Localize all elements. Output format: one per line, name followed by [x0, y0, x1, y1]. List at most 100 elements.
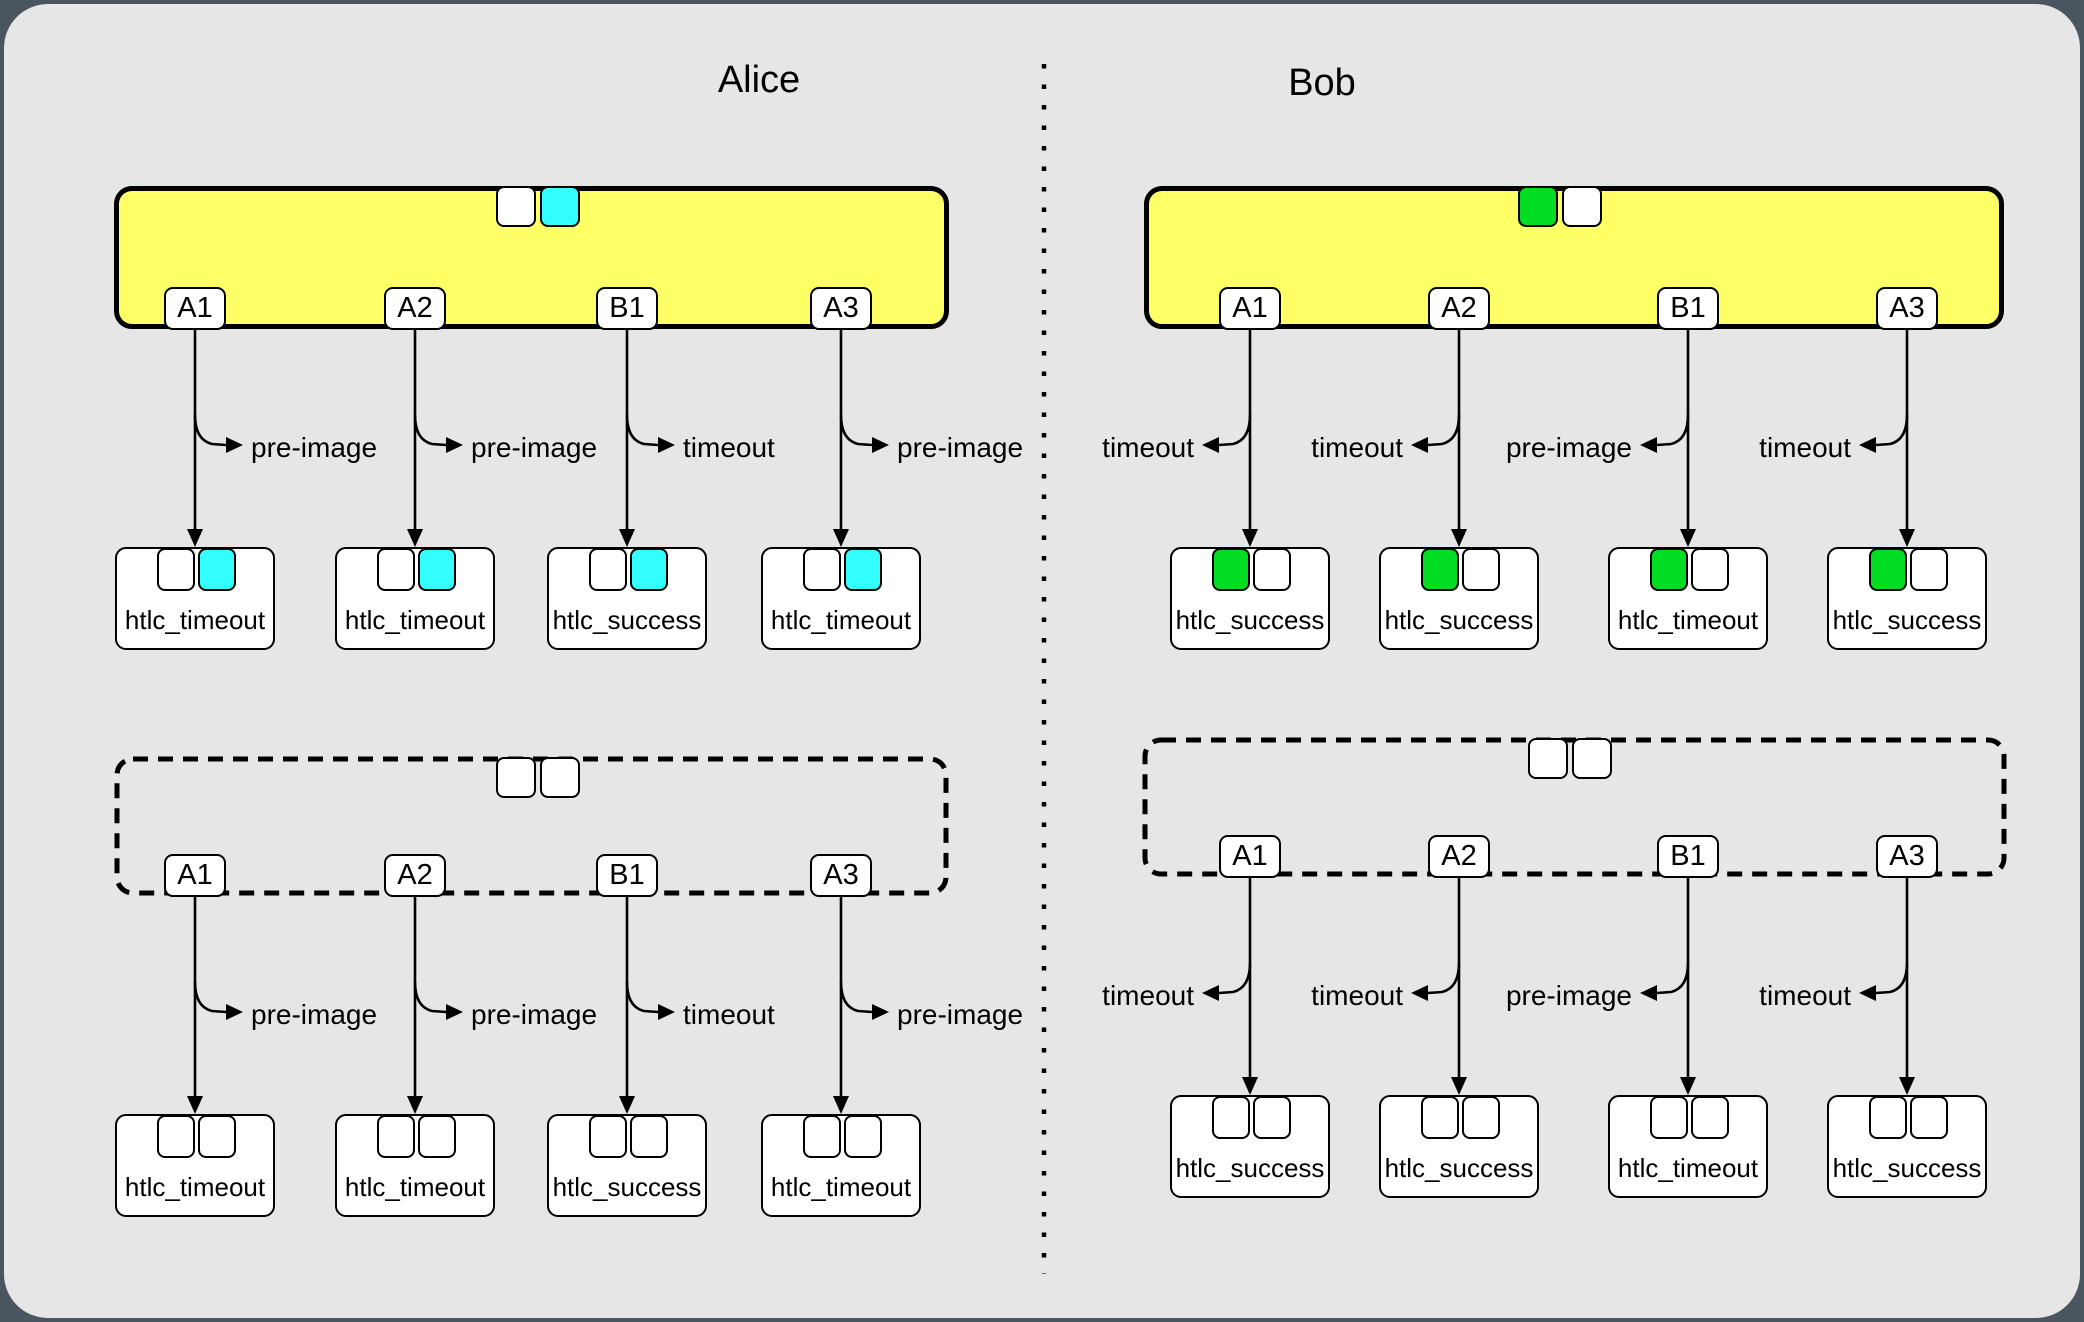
spend-action-label: timeout	[1311, 980, 1403, 1011]
alice-revoked-commitment-chips	[496, 757, 580, 798]
bob-commitment-chips	[1518, 186, 1602, 227]
htlc-tx-box: htlc_timeout	[335, 1114, 495, 1217]
htlc-tx-box: htlc_timeout	[1608, 547, 1768, 650]
commit-chip	[1562, 186, 1602, 227]
htlc-tx-box: htlc_timeout	[761, 1114, 921, 1217]
output-tab-label: A1	[177, 859, 213, 891]
output-tab-label: B1	[609, 292, 645, 324]
htlc-tx-box: htlc_success	[1170, 1095, 1330, 1198]
htlc-chip	[1253, 548, 1291, 591]
output-tab: A2	[384, 854, 446, 897]
htlc-chip	[844, 548, 882, 591]
commit-chip	[540, 186, 580, 227]
spend-action-label: timeout	[1759, 980, 1851, 1011]
htlc-chip	[1650, 1096, 1688, 1139]
spend-arrow-icon	[1202, 329, 1258, 547]
spend-arrow-icon	[833, 329, 889, 547]
spend-arrow-icon	[833, 896, 889, 1114]
htlc-chip	[418, 548, 456, 591]
spend-action-label: pre-image	[471, 999, 598, 1030]
htlc-chip	[1462, 548, 1500, 591]
htlc-tx-box: htlc_success	[1827, 1095, 1987, 1198]
htlc-chip	[377, 1115, 415, 1158]
htlc-chip	[1421, 548, 1459, 591]
output-tab: A3	[810, 287, 872, 330]
spend-arrow-icon	[1859, 877, 1915, 1095]
commit-chip	[540, 757, 580, 798]
spend-action-label: pre-image	[251, 999, 378, 1030]
htlc-chip	[589, 548, 627, 591]
output-tab-label: A1	[1232, 292, 1268, 324]
output-tab-label: B1	[609, 859, 645, 891]
spend-action-label: timeout	[1102, 980, 1194, 1011]
htlc-tx-label: htlc_success	[552, 1172, 702, 1202]
htlc-chip	[1212, 1096, 1250, 1139]
htlc-chip	[198, 1115, 236, 1158]
htlc-tx-box: htlc_success	[1170, 547, 1330, 650]
htlc-tx-label: htlc_timeout	[770, 605, 912, 635]
spend-arrow-icon	[187, 896, 243, 1114]
htlc-tx-label: htlc_success	[1384, 605, 1534, 635]
htlc-chip	[630, 548, 668, 591]
htlc-chip	[157, 548, 195, 591]
output-tab: A3	[1876, 287, 1938, 330]
htlc-chip	[803, 1115, 841, 1158]
htlc-chip	[1869, 1096, 1907, 1139]
spend-arrow-icon	[187, 329, 243, 547]
htlc-tx-box: htlc_success	[547, 547, 707, 650]
output-tab: A2	[384, 287, 446, 330]
htlc-chip	[1691, 1096, 1729, 1139]
spend-arrow-icon	[1411, 877, 1467, 1095]
htlc-tx-box: htlc_timeout	[335, 547, 495, 650]
spend-action-label: timeout	[1759, 432, 1851, 463]
output-tab-label: A2	[397, 859, 433, 891]
spend-action-label: timeout	[1311, 432, 1403, 463]
htlc-tx-box: htlc_timeout	[115, 547, 275, 650]
divider-dotted-line	[1041, 64, 1047, 1274]
htlc-tx-label: htlc_timeout	[344, 605, 486, 635]
commit-chip	[496, 757, 536, 798]
spend-arrow-icon	[1640, 329, 1696, 547]
spend-action-label: pre-image	[1505, 980, 1632, 1011]
spend-arrow-icon	[1859, 329, 1915, 547]
spend-action-label: timeout	[683, 432, 775, 463]
output-tab: B1	[1657, 287, 1719, 330]
htlc-tx-label: htlc_success	[1175, 605, 1325, 635]
htlc-tx-label: htlc_timeout	[770, 1172, 912, 1202]
output-tab-label: A1	[1232, 840, 1268, 872]
commit-chip	[496, 186, 536, 227]
spend-arrow-icon	[619, 896, 675, 1114]
output-tab: A1	[164, 287, 226, 330]
output-tab-label: A3	[1889, 292, 1925, 324]
htlc-tx-label: htlc_success	[1384, 1153, 1534, 1183]
spend-action-label: timeout	[683, 999, 775, 1030]
output-tab: A3	[810, 854, 872, 897]
output-tab-label: A2	[1441, 292, 1477, 324]
alice-title: Alice	[717, 59, 801, 101]
htlc-chip	[844, 1115, 882, 1158]
htlc-tx-box: htlc_timeout	[761, 547, 921, 650]
htlc-chip	[803, 548, 841, 591]
spend-arrow-icon	[1411, 329, 1467, 547]
htlc-chip	[1421, 1096, 1459, 1139]
output-tab: B1	[1657, 835, 1719, 878]
htlc-tx-label: htlc_success	[1832, 1153, 1982, 1183]
spend-action-label: pre-image	[897, 999, 1024, 1030]
htlc-chip	[157, 1115, 195, 1158]
spend-arrow-icon	[407, 329, 463, 547]
htlc-chip	[1910, 548, 1948, 591]
spend-action-label: pre-image	[251, 432, 378, 463]
htlc-chip	[1253, 1096, 1291, 1139]
output-tab-label: A1	[177, 292, 213, 324]
htlc-tx-label: htlc_success	[1832, 605, 1982, 635]
commit-chip	[1528, 738, 1568, 779]
spend-action-label: pre-image	[471, 432, 598, 463]
diagram-panel: Alice Bob A1 pre-image	[4, 4, 2080, 1318]
bob-title: Bob	[1288, 62, 1356, 104]
bob-revoked-commitment-chips	[1528, 738, 1612, 779]
output-tab: A2	[1428, 287, 1490, 330]
spend-arrow-icon	[1640, 877, 1696, 1095]
htlc-tx-label: htlc_timeout	[124, 605, 266, 635]
htlc-chip	[377, 548, 415, 591]
